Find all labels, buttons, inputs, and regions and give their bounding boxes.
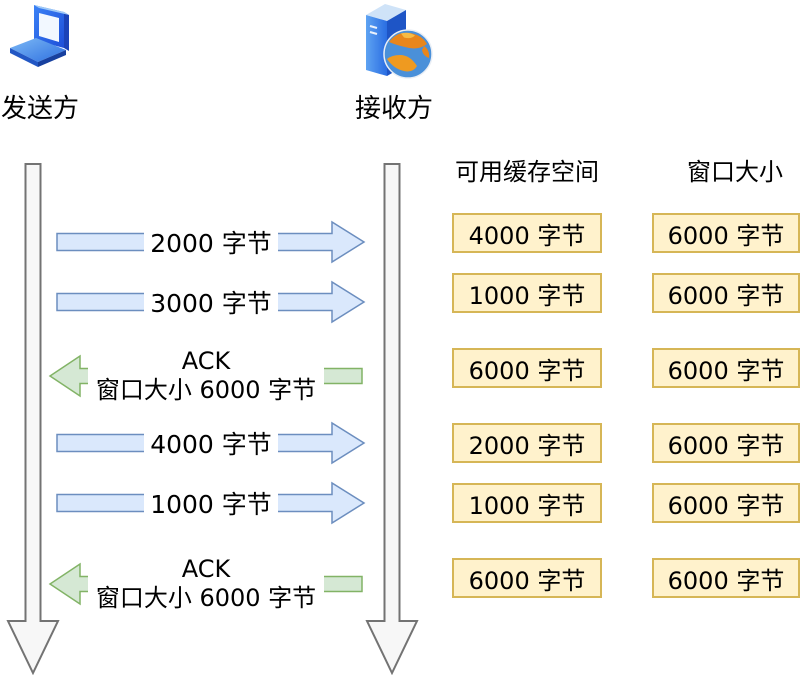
buffer-state-box: 1000 字节 [452,273,602,313]
buffer-state-box: 6000 字节 [452,348,602,388]
window-state-box: 6000 字节 [652,213,800,253]
data-arrow-right [56,421,366,465]
window-state-box: 6000 字节 [652,558,800,598]
window-state-box: 6000 字节 [652,273,800,313]
window-state-box: 6000 字节 [652,483,800,523]
window-state-box: 6000 字节 [652,348,800,388]
receiver-timeline-arrow [365,163,419,675]
buffer-state-box: 4000 字节 [452,213,602,253]
laptop-icon [10,5,69,67]
buffer-state-box: 1000 字节 [452,483,602,523]
buffer-state-box: 6000 字节 [452,558,602,598]
ack-arrow-left [48,562,363,606]
data-arrow-right [56,280,366,324]
receiver-label: 接收方 [354,94,433,124]
ack-arrow-left [48,354,363,398]
sender-label: 发送方 [0,94,79,124]
buffer-column-header: 可用缓存空间 [455,158,599,186]
data-arrow-right [56,481,366,525]
window-column-header: 窗口大小 [687,158,783,186]
window-state-box: 6000 字节 [652,423,800,463]
data-arrow-right [56,220,366,264]
sender-timeline-arrow [6,163,60,675]
server-globe-icon [366,4,433,79]
buffer-state-box: 2000 字节 [452,423,602,463]
